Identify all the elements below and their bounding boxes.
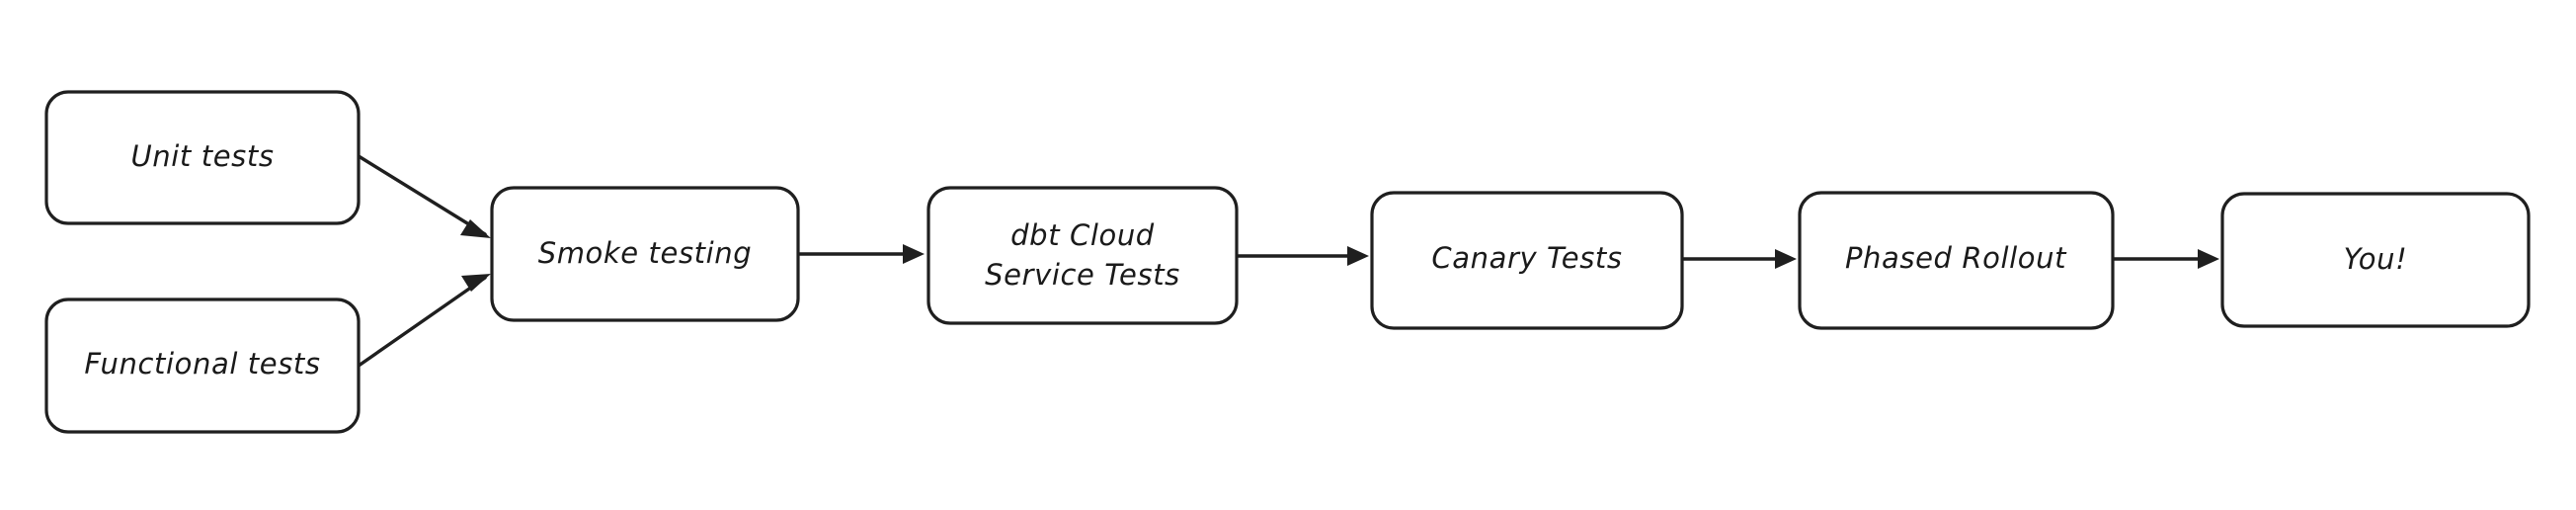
edge-functional-to-smoke-line [357, 276, 487, 368]
node-functional-tests-shape[interactable] [44, 298, 361, 434]
node-you-label: You! [2344, 242, 2408, 276]
node-canary-tests-shape[interactable] [1370, 191, 1684, 330]
node-phased-rollout-label: Phased Rollout [1845, 241, 2067, 275]
node-unit-tests[interactable]: Unit tests [44, 90, 361, 225]
edge-unit-to-smoke-arrowhead [460, 219, 491, 238]
edge-dbt-to-canary-arrowhead [1347, 246, 1369, 266]
node-you[interactable]: You! [2220, 192, 2531, 328]
edge-smoke-to-dbt [796, 244, 925, 264]
edge-canary-to-phased-arrowhead [1775, 249, 1797, 269]
node-canary-tests-label: Canary Tests [1431, 241, 1622, 275]
node-smoke-testing-shape[interactable] [490, 186, 800, 322]
node-layer: Unit tests Functional tests Smoke testin… [44, 90, 2531, 434]
edge-functional-to-smoke [357, 274, 491, 368]
node-unit-tests-shape[interactable] [44, 90, 361, 225]
node-phased-rollout[interactable]: Phased Rollout [1798, 191, 2115, 330]
edge-smoke-to-dbt-arrowhead [903, 244, 925, 264]
node-you-shape[interactable] [2220, 192, 2531, 328]
node-dbt-cloud-service-tests-shape[interactable] [926, 186, 1239, 325]
edge-functional-to-smoke-arrowhead [461, 274, 491, 292]
node-canary-tests[interactable]: Canary Tests [1370, 191, 1684, 330]
edge-unit-to-smoke-line [357, 154, 487, 236]
edge-unit-to-smoke [357, 154, 491, 238]
edge-canary-to-phased [1680, 249, 1797, 269]
node-dbt-cloud-service-tests-label-line2: Service Tests [985, 258, 1180, 292]
edge-layer [357, 154, 2219, 368]
node-functional-tests[interactable]: Functional tests [44, 298, 361, 434]
node-dbt-cloud-service-tests-label-line1: dbt Cloud [1010, 218, 1155, 252]
node-dbt-cloud-service-tests[interactable]: dbt Cloud Service Tests [926, 186, 1239, 325]
node-smoke-testing[interactable]: Smoke testing [490, 186, 800, 322]
edge-phased-to-you [2111, 249, 2219, 269]
node-unit-tests-label: Unit tests [130, 139, 274, 173]
node-phased-rollout-shape[interactable] [1798, 191, 2115, 330]
edge-phased-to-you-arrowhead [2198, 249, 2219, 269]
node-functional-tests-label: Functional tests [84, 347, 320, 381]
node-smoke-testing-label: Smoke testing [538, 236, 753, 270]
edge-dbt-to-canary [1235, 246, 1369, 266]
